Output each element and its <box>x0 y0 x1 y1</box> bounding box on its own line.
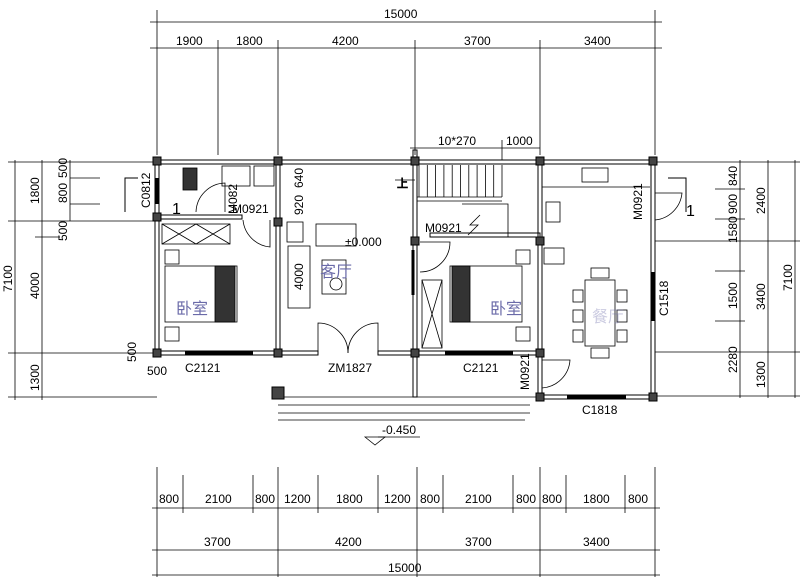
right-minor-dim: 900 <box>726 194 740 214</box>
bottom-total-dim: 15000 <box>388 561 422 575</box>
room-label-living: 客厅 <box>320 262 352 281</box>
left-seg-dim: 4000 <box>28 272 42 299</box>
door-tag: M0921 <box>631 183 645 220</box>
left-seg-dim: 1300 <box>28 364 42 391</box>
column-offset-dim: 500 <box>125 342 139 362</box>
left-seg-dim: 500 <box>56 221 70 241</box>
bottom-dimensions: 800 2100 800 1200 1800 1200 800 2100 800… <box>152 467 660 577</box>
stair-landing-dim: 1000 <box>506 134 533 148</box>
doors <box>195 182 683 389</box>
top-bay-dim: 3700 <box>464 34 491 48</box>
windows <box>155 178 655 399</box>
bottom-opening-dim: 2100 <box>205 492 232 506</box>
dim-640: 640 <box>292 168 306 188</box>
floor-level: ±0.000 <box>345 235 382 249</box>
top-total-dim: 15000 <box>384 7 418 21</box>
bed-left <box>164 265 238 323</box>
bottom-opening-dim: 800 <box>542 492 562 506</box>
top-bay-dim: 4200 <box>332 34 359 48</box>
section-mark-left: 1 <box>172 201 181 218</box>
bottom-opening-dim: 800 <box>159 492 179 506</box>
door-tag: M0921 <box>425 221 462 235</box>
dining-table <box>584 279 616 347</box>
bottom-opening-dim: 1800 <box>336 492 363 506</box>
left-seg-dim: 1800 <box>28 177 42 204</box>
window-tag: C2121 <box>463 361 499 375</box>
right-minor-dim: 2280 <box>726 346 740 373</box>
window-tag: C0812 <box>139 172 153 208</box>
section-mark-right: 1 <box>686 203 695 220</box>
bottom-opening-dim: 800 <box>516 492 536 506</box>
top-dimensions: 15000 1900 1800 4200 3700 3400 10*270 10… <box>150 7 662 160</box>
door-tag: M0921 <box>232 202 269 216</box>
top-bay-dim: 1900 <box>176 34 203 48</box>
right-major-dim: 1300 <box>754 361 768 388</box>
bottom-bay-dim: 4200 <box>335 535 362 549</box>
dim-4000-sofa: 4000 <box>292 263 306 290</box>
bottom-opening-dim: 800 <box>420 492 440 506</box>
plan-annotations: C0812 M082 M0921 640 920 4000 ±0.000 M09… <box>139 168 671 446</box>
top-bay-dim: 1800 <box>236 34 263 48</box>
bottom-bay-dim: 3700 <box>465 535 492 549</box>
left-window-dim: 800 <box>56 183 70 203</box>
right-total-dim: 7100 <box>781 264 795 291</box>
bottom-opening-dim: 800 <box>628 492 648 506</box>
bottom-bay-dim: 3700 <box>204 535 231 549</box>
column-offset-dim: 500 <box>147 364 167 378</box>
bottom-opening-dim: 800 <box>255 492 275 506</box>
outdoor-level: -0.450 <box>382 423 416 437</box>
stair-run-dim: 10*270 <box>438 134 476 148</box>
furniture <box>161 165 650 359</box>
door-tag: M0921 <box>518 353 532 390</box>
right-minor-dim: 1500 <box>726 282 740 309</box>
window-tag: C2121 <box>185 361 221 375</box>
door-tag: M082 <box>226 184 240 214</box>
bottom-opening-dim: 2100 <box>465 492 492 506</box>
stair-up-label: 上 <box>397 177 408 190</box>
bottom-opening-dim: 1200 <box>384 492 411 506</box>
window-tag: C1818 <box>582 403 618 417</box>
right-minor-dim: 1580 <box>726 216 740 243</box>
left-total-dim: 7100 <box>1 265 15 292</box>
staircase: 上 <box>395 165 509 237</box>
top-bay-dim: 3400 <box>584 34 611 48</box>
structural-columns <box>152 156 658 402</box>
left-dimensions: 7100 1800 500 4000 1300 500 800 500 500 … <box>1 158 181 400</box>
bottom-opening-dim: 1200 <box>284 492 311 506</box>
right-major-dim: 2400 <box>754 187 768 214</box>
room-label-dining: 餐厅 <box>592 307 624 326</box>
right-major-dim: 3400 <box>754 283 768 310</box>
bottom-bay-dim: 3400 <box>583 535 610 549</box>
door-tag: ZM1827 <box>328 361 372 375</box>
left-window-dim: 500 <box>56 158 70 178</box>
bottom-opening-dim: 1800 <box>583 492 610 506</box>
right-minor-dim: 840 <box>726 166 740 186</box>
room-label-bedroom-left: 卧室 <box>176 299 208 318</box>
right-dimensions: 840 900 1580 1500 2280 2400 3400 1300 71… <box>655 160 800 398</box>
room-label-bedroom-right: 卧室 <box>490 299 522 318</box>
dim-920: 920 <box>292 195 306 215</box>
window-tag: C1518 <box>657 280 671 316</box>
